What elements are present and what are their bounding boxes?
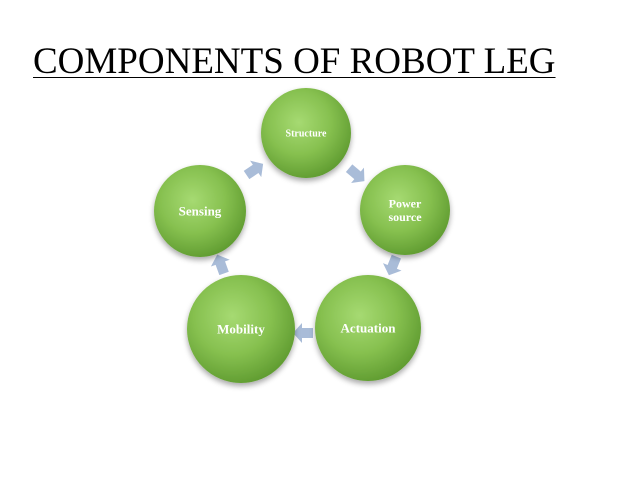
node-circle (154, 165, 246, 257)
cycle-arrow (293, 323, 313, 343)
cycle-arrow (345, 164, 365, 183)
cycle-arrow (382, 254, 402, 276)
node-structure: Structure (261, 88, 351, 178)
node-circle (315, 275, 421, 381)
node-label: Sensing (179, 204, 222, 219)
node-sensing: Sensing (154, 165, 246, 257)
node-circle (360, 165, 450, 255)
cycle-arrow (243, 160, 264, 180)
node-mobility: Mobility (187, 275, 295, 383)
node-label: Structure (286, 129, 327, 140)
cycle-arrow (210, 254, 230, 276)
node-label: Mobility (217, 322, 265, 337)
node-label: Actuation (341, 321, 397, 336)
node-circle (261, 88, 351, 178)
node-circle (187, 275, 295, 383)
slide-title: COMPONENTS OF ROBOT LEG (33, 41, 556, 82)
node-actuation: Actuation (315, 275, 421, 381)
